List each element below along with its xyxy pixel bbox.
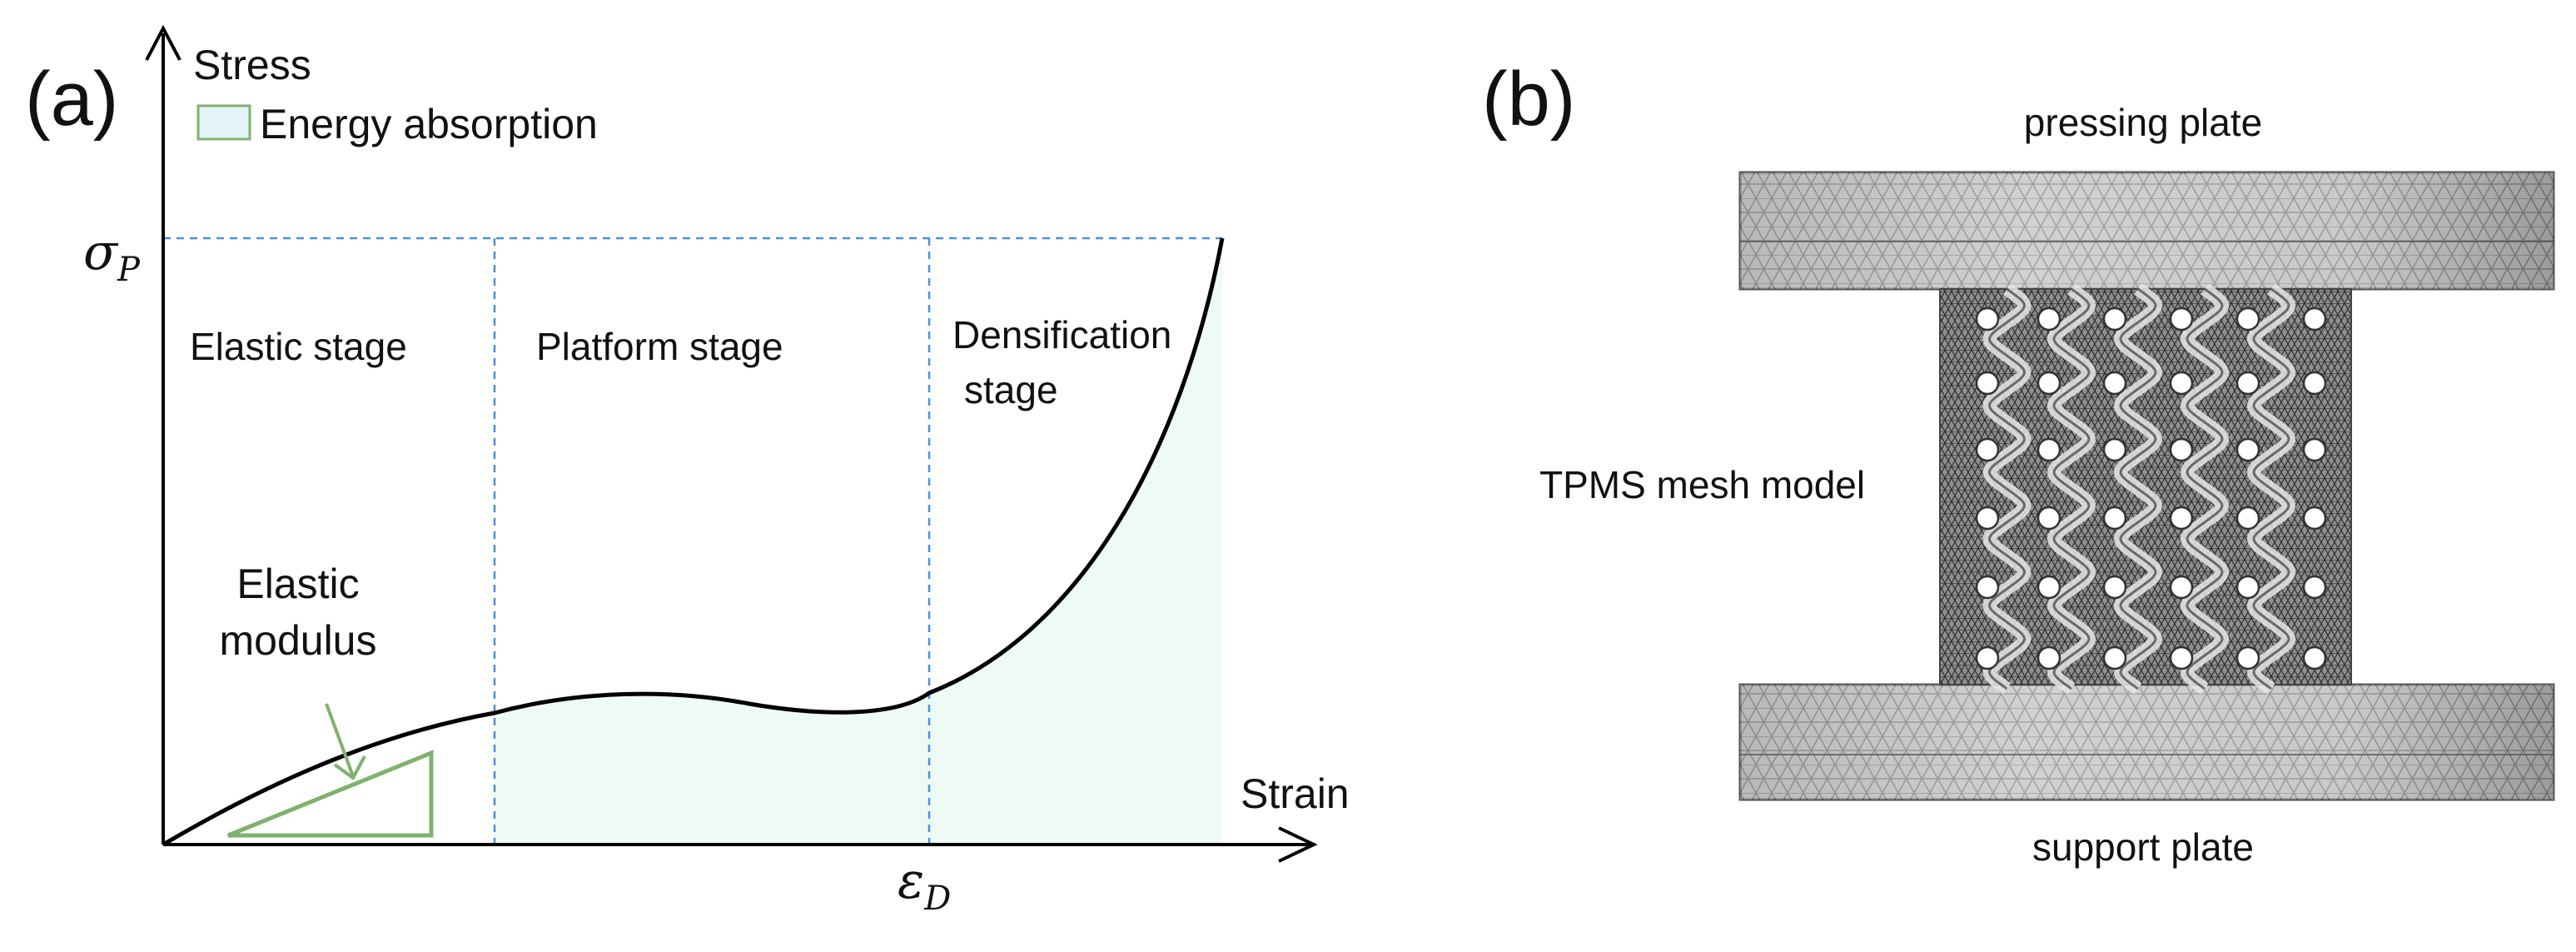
tpms-pore	[2235, 645, 2260, 670]
tpms-pore	[2169, 437, 2194, 462]
panel-a-label: (a)	[25, 57, 118, 142]
sigma-p-label: σP	[83, 223, 141, 289]
tpms-pore	[1975, 575, 2000, 600]
x-axis-label: Strain	[1241, 770, 1350, 817]
epsilon-symbol: ε	[898, 852, 924, 910]
tpms-pore	[2102, 307, 2127, 331]
tpms-pore	[2102, 575, 2127, 600]
pressing-plate-label: pressing plate	[2024, 101, 2262, 144]
tpms-pore	[2235, 371, 2260, 396]
tpms-pore	[2102, 506, 2127, 531]
panel-b-label: (b)	[1482, 57, 1575, 142]
tpms-pore	[1975, 506, 2000, 531]
densification-stage-label-line1: Densification	[952, 313, 1171, 356]
tpms-strut	[2119, 287, 2157, 690]
tpms-pore	[1975, 437, 2000, 462]
tpms-lattice-struts	[1982, 283, 2295, 695]
sigma-subscript: P	[117, 251, 141, 289]
elastic-modulus-label-line1: Elastic	[236, 561, 359, 607]
tpms-mesh-model-label: TPMS mesh model	[1539, 463, 1865, 506]
tpms-pore	[2036, 575, 2061, 600]
tpms-pore	[2235, 575, 2260, 600]
tpms-pore	[2036, 506, 2061, 531]
tpms-pore	[2302, 645, 2327, 670]
energy-legend-label: Energy absorption	[260, 101, 598, 147]
y-axis-arrow	[145, 24, 182, 61]
densification-stage-label-line2: stage	[964, 368, 1058, 411]
tpms-strut	[2052, 287, 2091, 690]
sigma-symbol: σ	[83, 223, 119, 282]
energy-absorption-area	[495, 238, 1222, 845]
tpms-pore	[2102, 645, 2127, 670]
tpms-pore	[2235, 307, 2260, 331]
support-plate-label: support plate	[2032, 825, 2254, 869]
tpms-pore	[2169, 506, 2194, 531]
elastic-modulus-arrow	[325, 703, 366, 780]
tpms-strut	[2252, 287, 2290, 690]
y-axis-label: Stress	[193, 42, 311, 88]
tpms-pore	[2169, 645, 2194, 670]
tpms-pore	[2102, 371, 2127, 396]
tpms-pore	[2302, 506, 2327, 531]
energy-legend-swatch	[196, 104, 251, 141]
platform-stage-label: Platform stage	[536, 325, 783, 368]
tpms-pore	[2302, 371, 2327, 396]
tpms-pore	[2169, 371, 2194, 396]
tpms-pore	[2235, 506, 2260, 531]
epsilon-d-label: εD	[898, 852, 951, 918]
compression-simulation-model: (b) pressing plate support plate TPMS me…	[1482, 57, 2555, 869]
tpms-pore	[2036, 437, 2061, 462]
tpms-pore	[2302, 575, 2327, 600]
tpms-pore	[2302, 437, 2327, 462]
tpms-pore	[2169, 307, 2194, 331]
tpms-pore	[2036, 371, 2061, 396]
stress-strain-diagram: Energy absorption (a) Stress Strain σP ε…	[25, 24, 1350, 918]
support-plate	[1738, 683, 2555, 801]
tpms-pore	[2235, 437, 2260, 462]
tpms-pore	[2169, 575, 2194, 600]
tpms-lattice-pores	[1975, 307, 2327, 670]
epsilon-subscript: D	[923, 880, 951, 918]
x-axis-arrow	[1278, 826, 1318, 863]
tpms-strut	[2186, 287, 2224, 690]
tpms-pore	[1975, 371, 2000, 396]
elastic-modulus-triangle	[227, 750, 434, 838]
tpms-pore	[2036, 307, 2061, 331]
tpms-mesh-model	[1939, 283, 2352, 695]
elastic-modulus-label-line2: modulus	[220, 617, 377, 664]
tpms-pore	[2302, 307, 2327, 331]
tpms-strut	[1988, 287, 2026, 690]
tpms-pore	[2102, 437, 2127, 462]
stress-strain-curve	[162, 237, 1225, 847]
tpms-pore	[1975, 307, 2000, 331]
tpms-pore	[1975, 645, 2000, 670]
pressing-plate	[1738, 171, 2555, 291]
elastic-stage-label: Elastic stage	[190, 325, 407, 368]
tpms-pore	[2036, 645, 2061, 670]
